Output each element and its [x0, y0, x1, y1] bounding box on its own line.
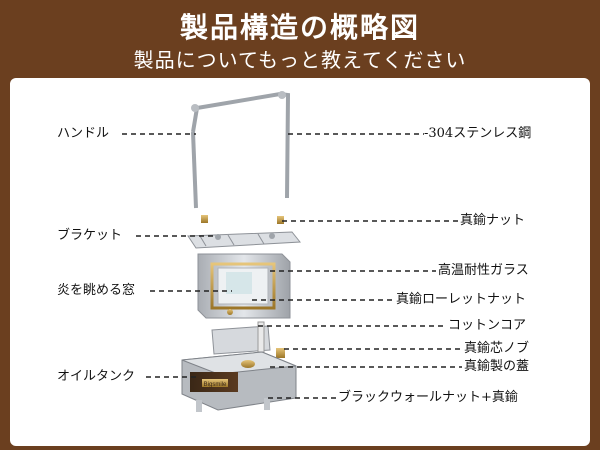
- header: 製品構造の概略図 製品についてもっと教えてください: [0, 0, 600, 78]
- label-walnut-brass: ブラックウォールナット+真鍮: [338, 390, 518, 405]
- page-subtitle: 製品についてもっと教えてください: [133, 48, 467, 72]
- bracket-part: [187, 231, 301, 249]
- label-heat-resistant-glass: 高温耐性ガラス: [438, 263, 529, 278]
- handle-part: [191, 91, 291, 209]
- label-oil-tank: オイルタンク: [57, 369, 136, 384]
- label-brass-knob: 真鍮芯ノブ: [464, 341, 530, 356]
- label-flame-window: 炎を眺める窓: [57, 283, 136, 298]
- oil-tank-part: Bigsmile: [181, 351, 297, 412]
- diagram-panel: [10, 78, 590, 446]
- label-brass-lid: 真鍮製の蓋: [464, 359, 530, 374]
- leader-lines: [122, 133, 462, 399]
- product-logo: Bigsmile: [204, 382, 227, 388]
- label-bracket: ブラケット: [57, 228, 123, 243]
- label-stainless-steel: -304ステンレス鋼: [424, 126, 532, 141]
- cotton-core-part: [211, 321, 285, 358]
- label-brass-nut: 真鍮ナット: [460, 213, 526, 228]
- label-handle: ハンドル: [57, 126, 110, 141]
- label-knurled-nut: 真鍮ローレットナット: [396, 292, 527, 307]
- page-title: 製品構造の概略図: [179, 11, 420, 44]
- brass-nut-part: [201, 215, 284, 224]
- glass-frame-part: [197, 253, 291, 319]
- label-cotton-core: コットンコア: [448, 318, 527, 333]
